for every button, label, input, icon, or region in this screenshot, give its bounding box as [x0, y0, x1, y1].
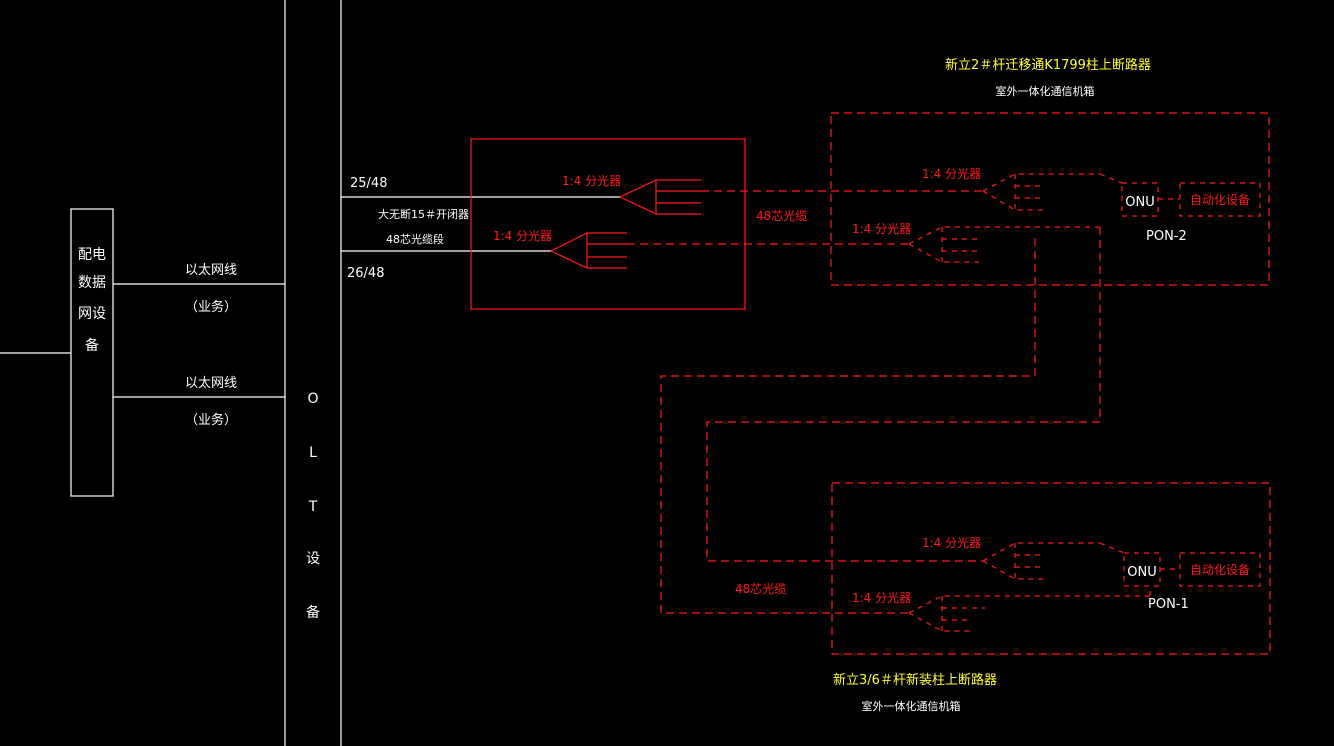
ethernet-label-1: 以太网线 [185, 263, 237, 278]
fiber-desc-2: 48芯光缆段 [386, 232, 444, 246]
auto-bottom-box [1179, 552, 1261, 587]
splitter-6-label: 1:4 分光器 [852, 591, 911, 605]
splitter-6 [908, 595, 1150, 632]
splitter-3-label: 1:4 分光器 [922, 167, 981, 181]
site-top-subtitle: 室外一体化通信机箱 [996, 84, 1095, 98]
cable-label-2: 48芯光缆 [735, 582, 786, 596]
auto-bottom-label: 自动化设备 [1190, 563, 1250, 577]
splitter-5-label: 1:4 分光器 [922, 536, 981, 550]
site-top-box [830, 112, 1270, 286]
splitter-2-label: 1:4 分光器 [493, 229, 552, 243]
fiber-route-inner [706, 227, 1101, 562]
svg-text:设: 设 [306, 551, 320, 567]
dist-network-device-label: 配电 数据 网设 备 [78, 247, 106, 354]
fiber-route-outer [660, 238, 1036, 614]
onu-top-label: ONU [1125, 195, 1154, 210]
splitter-4 [908, 226, 1100, 263]
svg-text:配电: 配电 [78, 247, 106, 263]
svg-text:数据: 数据 [78, 275, 106, 291]
olt-label: O L T 设 备 [306, 391, 320, 621]
ethernet-sub-1: （业务） [185, 299, 237, 315]
fiber-count-bottom: 26/48 [347, 266, 384, 281]
onu-bottom-link [1099, 542, 1125, 554]
splitter-3 [982, 173, 1100, 211]
svg-text:L: L [309, 445, 317, 461]
site-bottom-subtitle: 室外一体化通信机箱 [862, 699, 961, 713]
svg-text:T: T [308, 499, 318, 515]
svg-text:备: 备 [85, 337, 99, 354]
site-bottom-title: 新立3/6＃杆新装柱上断路器 [833, 672, 997, 688]
splitter-5 [982, 542, 1100, 580]
splitter-1-label: 1:4 分光器 [562, 174, 621, 188]
splitter-4-label: 1:4 分光器 [852, 222, 911, 236]
svg-text:网设: 网设 [78, 306, 106, 322]
fiber-desc-1: 大无断15＃开闭器 [378, 207, 469, 221]
site-top-title: 新立2＃杆迁移通K1799柱上断路器 [945, 57, 1151, 73]
onu-bottom-label: ONU [1127, 565, 1156, 580]
site-bottom-box [831, 482, 1271, 655]
pon-1-label: PON-1 [1148, 597, 1189, 612]
splitter-2 [550, 232, 627, 269]
splitter-1 [619, 179, 701, 215]
svg-text:备: 备 [306, 604, 320, 621]
ethernet-sub-2: （业务） [185, 412, 237, 428]
ethernet-label-2: 以太网线 [185, 376, 237, 391]
onu-top-link [1099, 173, 1123, 184]
auto-top-box [1179, 182, 1261, 217]
pon-2-label: PON-2 [1146, 229, 1187, 244]
svg-text:O: O [307, 391, 318, 407]
splitter-box [470, 138, 746, 310]
fiber-count-top: 25/48 [350, 176, 387, 191]
auto-top-label: 自动化设备 [1190, 193, 1250, 207]
cable-label-1: 48芯光缆 [756, 209, 807, 223]
